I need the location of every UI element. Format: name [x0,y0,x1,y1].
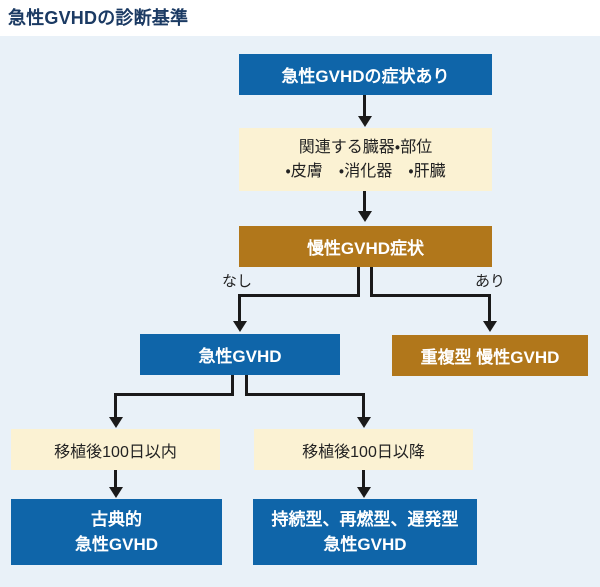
node-label: 移植後100日以内 [54,443,177,461]
arrowhead-down-icon [358,211,372,222]
arrowhead-down-icon [483,321,497,332]
node-acute-gvhd-symptoms: 急性GVHDの症状あり [239,54,492,95]
arrowhead-down-icon [357,417,371,428]
connector-line [370,294,491,297]
connector-line [238,294,360,297]
arrowhead-down-icon [109,487,123,498]
node-persistent-recurrent-late-acute-gvhd: 持続型、再燃型、遅発型 急性GVHD [253,499,477,565]
arrowhead-down-icon [109,417,123,428]
node-label: 関連する臓器・部位 [298,138,433,156]
arrowhead-down-icon [358,116,372,127]
node-label: 古典的 [91,509,142,529]
connector-line [238,294,241,322]
branch-label-yes: あり [475,273,506,290]
node-chronic-gvhd-symptoms: 慢性GVHD症状 [239,226,492,267]
connector-line [488,294,491,322]
node-within-100-days: 移植後100日以内 [11,429,220,470]
node-label: 慢性GVHD症状 [306,239,425,258]
node-label: 急性GVHDの症状あり [281,67,450,86]
connector-line [114,393,234,396]
branch-label-no: なし [222,273,253,290]
node-label: 移植後100日以降 [302,443,425,461]
connector-line [357,267,360,297]
connector-line [245,393,365,396]
node-related-organs: 関連する臓器・部位 ・皮膚 ・消化器 ・肝臓 [239,128,492,191]
node-label: 急性GVHD [323,535,407,554]
node-after-100-days: 移植後100日以降 [254,429,473,470]
node-label: 重複型 慢性GVHD [420,348,560,367]
connector-line [114,393,117,417]
connector-line [231,375,234,396]
node-label: 持続型、再燃型、遅発型 [271,509,459,529]
connector-line [362,393,365,417]
node-label: 急性GVHD [198,347,282,366]
connector-line [245,375,248,396]
node-classic-acute-gvhd: 古典的 急性GVHD [11,499,222,565]
connector-line [363,95,366,117]
arrowhead-down-icon [233,321,247,332]
node-label: 急性GVHD [74,535,159,554]
node-overlap-chronic-gvhd: 重複型 慢性GVHD [392,335,588,376]
connector-line [363,191,366,212]
flowchart-panel [0,36,600,587]
node-acute-gvhd: 急性GVHD [140,334,340,375]
connector-line [114,470,117,488]
connector-line [370,267,373,297]
node-label: ・皮膚 ・消化器 ・肝臓 [285,162,446,180]
arrowhead-down-icon [357,487,371,498]
connector-line [362,470,365,488]
page-title: 急性GVHDの診断基準 [8,8,189,28]
